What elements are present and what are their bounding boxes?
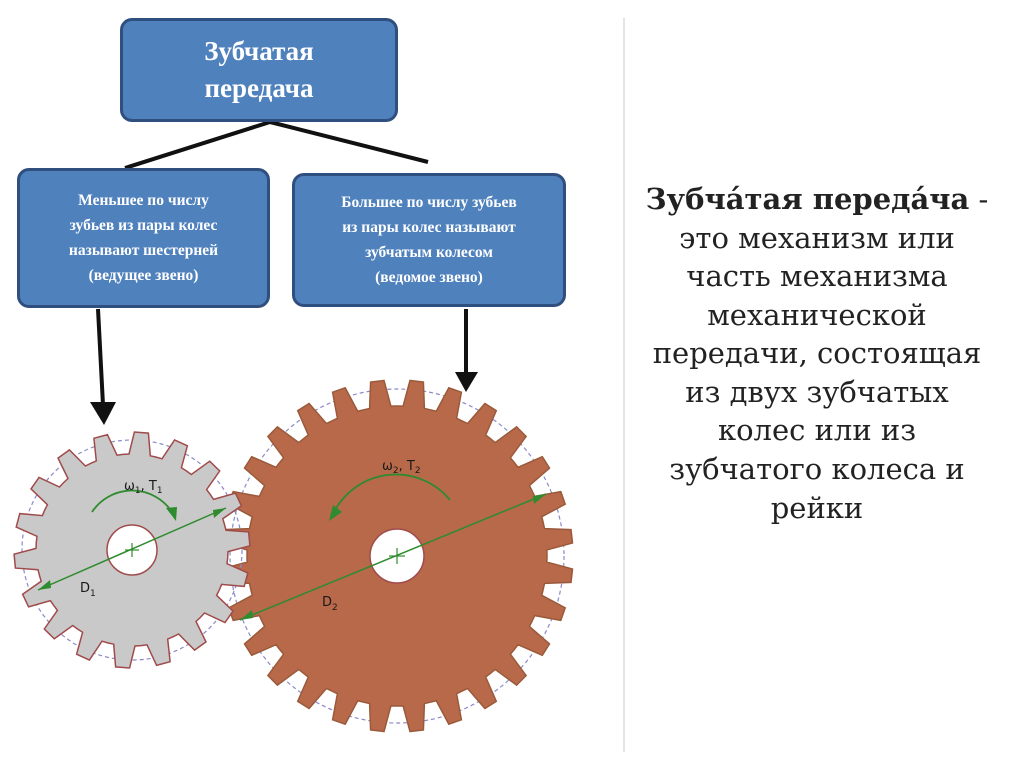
diameter-arrow-small-end xyxy=(213,508,226,518)
gear-transmission-title: Зубчатая передача xyxy=(204,35,314,103)
definition-line: рейки xyxy=(770,490,864,525)
diameter-label-large: D2 xyxy=(322,595,338,613)
pitch-circle-small xyxy=(21,439,243,661)
arrow-right-head xyxy=(455,372,478,392)
connector-lines xyxy=(96,120,468,406)
diameter-arrow-large-end xyxy=(533,494,546,504)
definition-text: Зубча́тая переда́ча - это механизм или ч… xyxy=(617,180,1017,527)
definition-heading: Зубча́тая переда́ча - xyxy=(617,180,1017,219)
arrow-left-shaft xyxy=(96,308,105,406)
wheel-box: Большее по числу зубьев из пары колес на… xyxy=(292,173,566,307)
rotation-arc-small xyxy=(91,489,173,513)
rotation-arrow-small xyxy=(166,507,177,521)
diameter-arrow-small-start xyxy=(38,580,51,590)
definition-line: из двух зубчатых xyxy=(685,374,949,409)
pinion-box: Меньшее по числу зубьев из пары колес на… xyxy=(17,168,270,308)
driven-gear: ω2, T2 D2 xyxy=(220,379,574,733)
rotation-arc-large xyxy=(334,473,451,511)
diameter-label-small: D1 xyxy=(80,581,96,599)
pitch-circle-large xyxy=(229,388,565,724)
connector-left xyxy=(124,120,271,170)
vertical-divider xyxy=(623,18,625,752)
arrow-left-head xyxy=(90,402,116,425)
omega-label-large: ω2, T2 xyxy=(382,459,421,476)
connector-right xyxy=(269,120,429,164)
definition-line: зубчатого колеса и xyxy=(669,451,965,486)
definition-line: передачи, состоящая xyxy=(652,336,982,371)
definition-line: колес или из xyxy=(717,413,917,448)
definition-dash: - xyxy=(969,182,989,216)
definition-line: часть механизма xyxy=(686,259,948,294)
definition-line: механической xyxy=(707,297,927,332)
diameter-line-small xyxy=(37,507,227,591)
pinion-description: Меньшее по числу зубьев из пары колес на… xyxy=(68,191,219,285)
definition-term: Зубча́тая переда́ча xyxy=(645,182,970,216)
wheel-description: Большее по числу зубьев из пары колес на… xyxy=(341,193,517,287)
gear-transmission-box: Зубчатая передача xyxy=(120,18,398,122)
definition-line: это механизм или xyxy=(679,220,955,255)
omega-label-small: ω1, T1 xyxy=(124,479,163,496)
diameter-arrow-large-start xyxy=(240,610,253,620)
driving-gear: ω1, T1 D1 xyxy=(13,431,251,669)
rotation-arrow-large xyxy=(329,505,342,521)
diameter-line-large xyxy=(239,493,547,621)
